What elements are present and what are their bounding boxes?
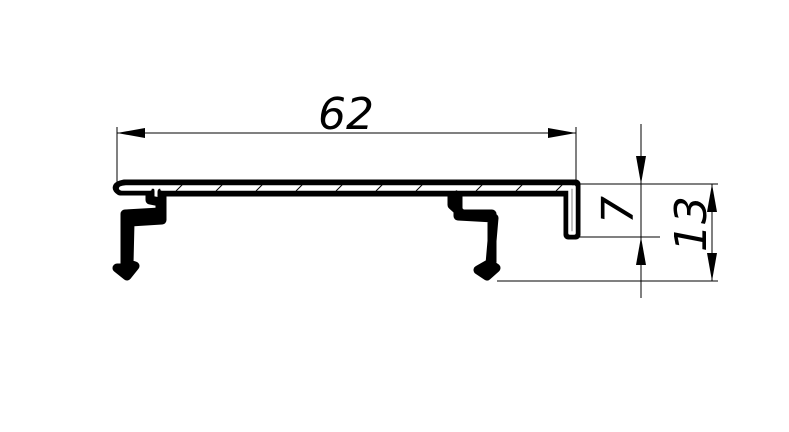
total-height-arrow-bottom xyxy=(707,253,717,281)
width-dimension: 62 xyxy=(116,89,577,183)
width-arrow-right xyxy=(548,128,576,138)
total-height-label: 13 xyxy=(666,196,717,252)
width-dimension-label: 62 xyxy=(318,89,374,140)
lip-height-arrow-bottom xyxy=(636,237,646,265)
total-height-dimension: 13 xyxy=(497,184,718,282)
profile-outline xyxy=(112,179,581,281)
lip-height-dimension: 7 xyxy=(578,124,718,298)
lip-height-arrow-top xyxy=(636,156,646,184)
profile-section xyxy=(112,179,581,281)
total-height-arrow-top xyxy=(707,184,717,212)
profile-core xyxy=(118,185,576,235)
width-arrow-left xyxy=(117,128,145,138)
lip-height-label: 7 xyxy=(593,196,644,224)
profile-hatching xyxy=(175,182,565,192)
